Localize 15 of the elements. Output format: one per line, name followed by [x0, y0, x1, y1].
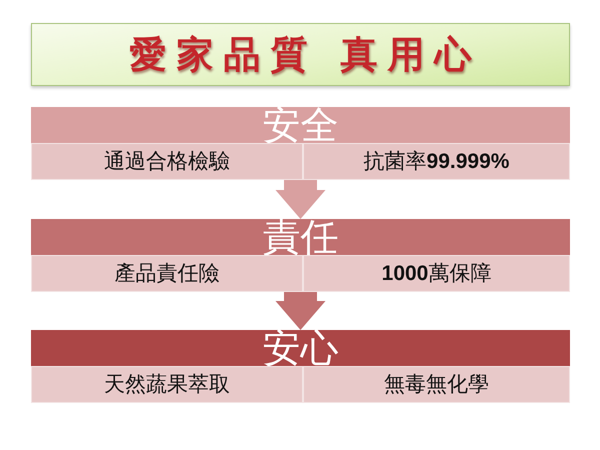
section-heading: 安心 [262, 330, 338, 366]
info-cell: 抗菌率99.999% [303, 143, 570, 180]
arrow [276, 292, 326, 330]
section-band [31, 219, 570, 292]
info-cell: 無毒無化學 [303, 366, 570, 403]
info-cell: 1000萬保障 [303, 255, 570, 292]
title-banner: 愛家品質 真用心 [31, 23, 570, 86]
info-cell: 通過合格檢驗 [31, 143, 303, 180]
arrow [276, 180, 326, 219]
section-band [31, 330, 570, 403]
section-band [31, 107, 570, 180]
section-heading: 責任 [262, 219, 338, 255]
info-cell: 天然蔬果萃取 [31, 366, 303, 403]
section-heading: 安全 [262, 107, 338, 143]
info-cell: 產品責任險 [31, 255, 303, 292]
